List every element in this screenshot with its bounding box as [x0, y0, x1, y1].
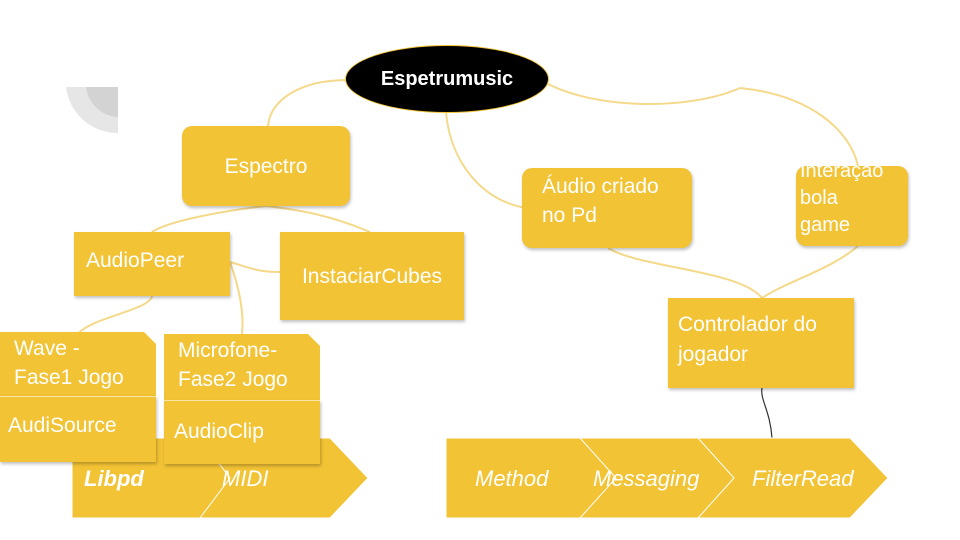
- connector-interacao-controlador: [761, 245, 859, 299]
- node-label-microfone: Microfone- Fase2 Jogo: [178, 339, 288, 391]
- connector-controlador-chevrons: [761, 387, 773, 439]
- node-controlador[interactable]: Controlador do jogador: [668, 298, 854, 388]
- connector-audiopeer-wave: [77, 295, 153, 335]
- connector-root-audio: [445, 111, 527, 209]
- node-label-wave: Wave - Fase1 Jogo: [14, 337, 124, 389]
- node-label-audisource: AudiSource: [8, 414, 117, 437]
- node-label-controlador: Controlador do jogador: [678, 313, 817, 366]
- chevron-bar-right: [446, 437, 889, 519]
- chevron-label-method: Method: [475, 466, 549, 491]
- connector-espectro-instaciar: [265, 205, 371, 233]
- connector-root-right: [547, 83, 741, 106]
- connector-interacao-arc: [739, 87, 859, 167]
- node-label-espectro: Espectro: [224, 154, 308, 178]
- chevron-filterread: [696, 437, 889, 519]
- root-label: Espetrumusic: [380, 67, 514, 90]
- chevron-label-libpd: Libpd: [84, 466, 144, 491]
- node-audisource[interactable]: AudiSource: [0, 396, 156, 462]
- connector-audio-controlador: [607, 247, 763, 299]
- root-node[interactable]: Espetrumusic: [346, 46, 548, 112]
- chevron-label-midi: MIDI: [222, 466, 269, 491]
- node-label-interacao: Interação bola game: [800, 166, 884, 236]
- node-label-audioclip: AudioClip: [174, 420, 264, 443]
- connector-audiopeer-instaciar: [229, 261, 281, 273]
- node-interacao[interactable]: Interação bola game: [796, 166, 908, 246]
- node-audiopeer[interactable]: AudioPeer: [74, 232, 230, 296]
- connector-espectro-audiopeer: [151, 205, 267, 233]
- connector-root-espectro: [267, 79, 349, 127]
- node-audio-criado[interactable]: Áudio criado no Pd: [522, 168, 692, 248]
- node-wave[interactable]: Wave - Fase1 Jogo: [0, 332, 156, 400]
- decorative-arc-inner: [86, 87, 118, 117]
- connector-audiopeer-microfone: [229, 261, 244, 335]
- node-label-instaciarcubes: InstaciarCubes: [301, 264, 443, 288]
- node-instaciarcubes[interactable]: InstaciarCubes: [280, 232, 464, 320]
- node-label-audio-criado: Áudio criado no Pd: [542, 175, 659, 227]
- chevron-label-messaging: Messaging: [593, 466, 700, 491]
- node-espectro[interactable]: Espectro: [182, 126, 350, 206]
- node-audioclip[interactable]: AudioClip: [164, 400, 320, 464]
- node-label-audiopeer: AudioPeer: [86, 249, 185, 272]
- node-microfone[interactable]: Microfone- Fase2 Jogo: [164, 334, 320, 404]
- chevron-label-filterread: FilterRead: [752, 466, 854, 491]
